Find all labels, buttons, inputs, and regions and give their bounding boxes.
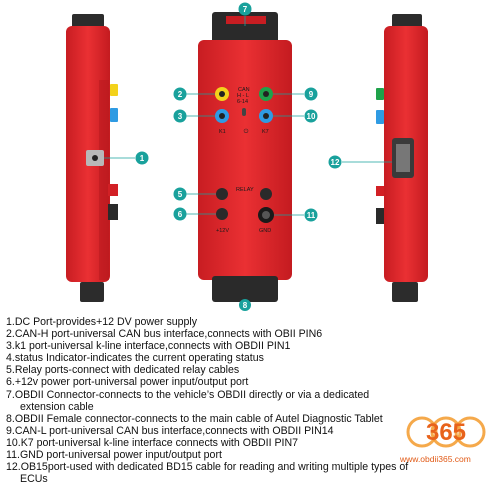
status-indicator <box>242 108 246 116</box>
description-item: 3.k1 port-universal k-line interface,con… <box>6 340 494 352</box>
description-text: 2.CAN-H port-universal CAN bus interface… <box>6 328 323 341</box>
svg-text:2: 2 <box>178 90 183 99</box>
description-item: 1.DC Port-provides+12 DV power supply <box>6 316 494 328</box>
description-item: 8.OBDII Female connector-connects to the… <box>6 413 494 425</box>
callout-6 <box>173 207 187 221</box>
callout-3 <box>173 109 187 123</box>
watermark: 365 www.obdii365.com <box>398 404 494 468</box>
svg-text:7: 7 <box>243 5 248 14</box>
label-relay: RELAY <box>236 187 254 193</box>
callout-12 <box>328 155 342 169</box>
svg-text:12: 12 <box>331 158 340 167</box>
description-item: 4.status Indicator-indicates the current… <box>6 352 494 364</box>
svg-text:365: 365 <box>426 419 466 446</box>
device-diagram: ⏻ CAN H - L 6-14 K1 K7 RELAY +12V GND <box>66 2 428 311</box>
svg-text:6: 6 <box>178 210 183 219</box>
svg-text:9: 9 <box>309 90 314 99</box>
label-k1: K1 <box>219 129 226 135</box>
description-text: 11.GND port-universal power input/output… <box>6 449 222 462</box>
description-item: 11.GND port-universal power input/output… <box>6 449 494 461</box>
callout-7 <box>238 2 252 16</box>
relay-port-2 <box>260 188 272 200</box>
callout-11 <box>304 208 318 222</box>
label-gnd: GND <box>259 228 271 234</box>
svg-text:5: 5 <box>178 190 183 199</box>
description-item: 12.OB15port-used with dedicated BD15 cab… <box>6 461 494 473</box>
description-text: 6.+12v power port-universal power input/… <box>6 376 249 389</box>
description-text: 10.K7 port-universal k-line interface co… <box>6 436 299 449</box>
callout-8 <box>239 299 251 311</box>
obdii365-logo: 365 <box>406 416 486 448</box>
plus12v-port <box>216 208 228 220</box>
svg-text:3: 3 <box>178 112 183 121</box>
label-plus12v: +12V <box>216 228 229 234</box>
description-continuation: ECUs <box>20 473 48 486</box>
front-view: ⏻ CAN H - L 6-14 K1 K7 RELAY +12V GND <box>198 12 292 302</box>
description-item: 9.CAN-L port-universal CAN bus interface… <box>6 425 494 437</box>
description-text: 9.CAN-L port-universal CAN bus interface… <box>6 424 334 437</box>
description-item: 2.CAN-H port-universal CAN bus interface… <box>6 328 494 340</box>
description-text: 12.OB15port-used with dedicated BD15 cab… <box>6 461 409 474</box>
description-continuation: extension cable <box>20 400 94 413</box>
relay-port-1 <box>216 188 228 200</box>
description-text: 1.DC Port-provides+12 DV power supply <box>6 316 198 328</box>
callout-10 <box>304 109 318 123</box>
description-item: 7.OBDII Connector-connects to the vehicl… <box>6 389 494 401</box>
description-item: 5.Relay ports-connect with dedicated rel… <box>6 364 494 376</box>
label-pins: 6-14 <box>237 99 248 105</box>
description-text: 3.k1 port-universal k-line interface,con… <box>6 340 291 353</box>
svg-text:11: 11 <box>307 211 316 220</box>
svg-text:1: 1 <box>140 154 145 163</box>
description-item: 10.K7 port-universal k-line interface co… <box>6 437 494 449</box>
callout-5 <box>173 187 187 201</box>
label-k7: K7 <box>262 129 269 135</box>
description-text: 5.Relay ports-connect with dedicated rel… <box>6 364 240 377</box>
description-text: 4.status Indicator-indicates the current… <box>6 352 264 365</box>
svg-text:10: 10 <box>307 112 316 121</box>
description-text: 8.OBDII Female connector-connects to the… <box>6 412 383 425</box>
right-side-view <box>376 14 428 302</box>
obdii-female-connector <box>212 276 278 302</box>
description-item: 6.+12v power port-universal power input/… <box>6 376 494 388</box>
watermark-url: www.obdii365.com <box>400 454 471 464</box>
label-can: CAN <box>238 87 250 93</box>
callout-2 <box>173 87 187 101</box>
svg-text:⏻: ⏻ <box>244 128 249 135</box>
callout-9 <box>304 87 318 101</box>
callout-1 <box>135 151 149 165</box>
label-h-l: H - L <box>237 93 249 99</box>
svg-text:8: 8 <box>243 301 248 310</box>
left-side-view <box>66 14 118 302</box>
description-text: 7.OBDII Connector-connects to the vehicl… <box>6 388 370 401</box>
